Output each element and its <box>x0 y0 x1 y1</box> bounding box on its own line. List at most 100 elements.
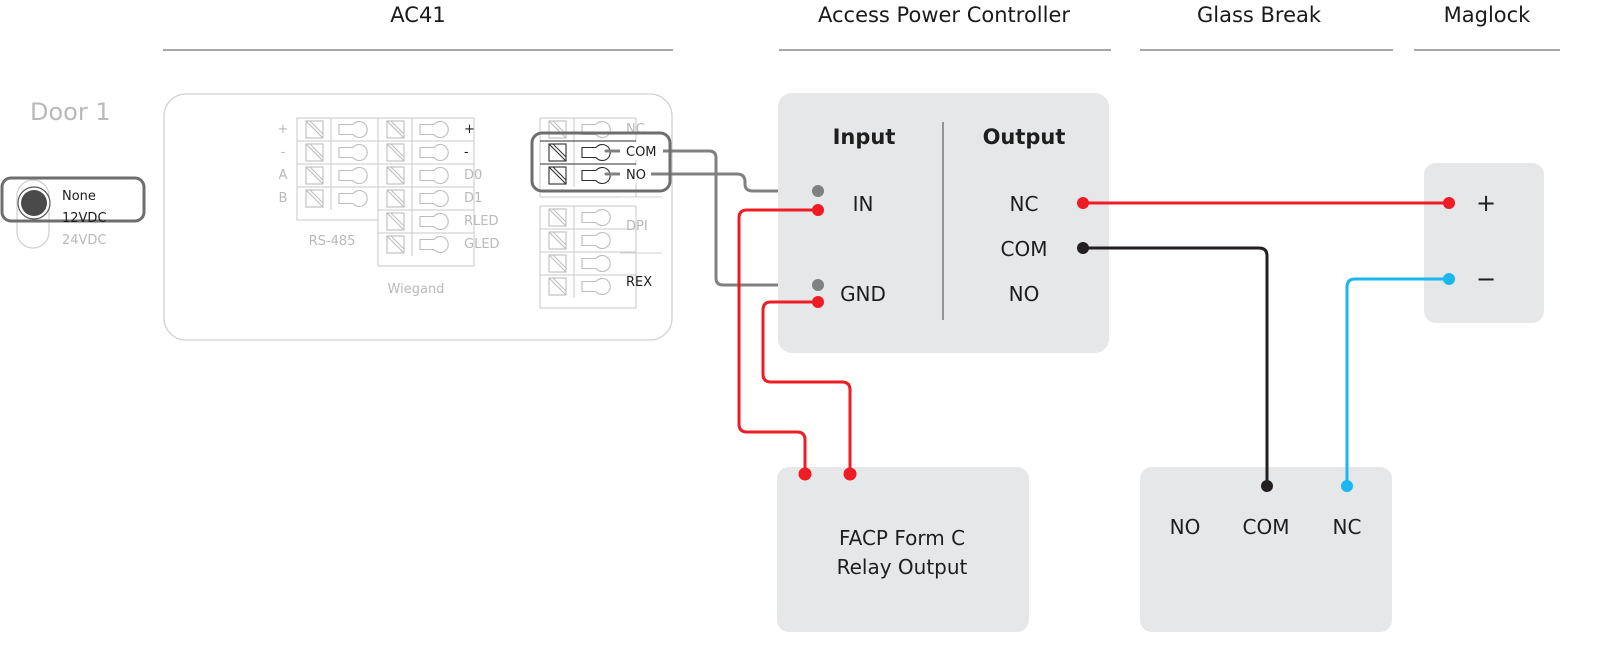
screw-slot <box>552 143 567 158</box>
apc-output-nc: NC <box>1010 192 1039 216</box>
clamp-icon <box>581 143 611 162</box>
option-none[interactable]: None <box>62 189 96 204</box>
wiegand-terminal-block <box>377 117 475 267</box>
input-terminal-block <box>539 205 637 309</box>
clamp-icon <box>338 189 368 208</box>
screw-slot <box>386 166 405 185</box>
rs485-terminal <box>297 186 393 208</box>
screw-slot <box>386 212 405 231</box>
screw-slot <box>552 277 567 292</box>
rs485-terminal-block <box>296 117 394 221</box>
header-maglock: Maglock <box>1444 3 1532 27</box>
header-apc: Access Power Controller <box>818 3 1070 27</box>
facp-panel <box>777 467 1029 632</box>
apc-gnd-gray-dot[interactable] <box>812 279 824 291</box>
apc-input-in: IN <box>853 192 874 216</box>
clamp-icon <box>419 189 449 208</box>
glass-break-nc-dot[interactable] <box>1341 480 1353 492</box>
screw-slot <box>552 166 567 181</box>
screw-slot <box>309 120 324 135</box>
wiegand-terminal <box>378 140 474 162</box>
inputs-terminal <box>540 251 636 273</box>
rs485-label-a: A <box>279 168 288 183</box>
maglock-plus-dot[interactable] <box>1443 197 1455 209</box>
rs485-label-plus: + <box>278 122 289 137</box>
screw-slot <box>305 166 324 185</box>
apc-com-dot[interactable] <box>1077 242 1089 254</box>
wire-glass-break-nc-to-maglock-minus[interactable] <box>1345 277 1451 488</box>
door-title: Door 1 <box>30 98 111 126</box>
inputs-terminal <box>540 228 636 250</box>
apc-input-title: Input <box>833 125 896 149</box>
inputs-terminal <box>548 208 611 227</box>
glass-break-com-dot[interactable] <box>1261 480 1273 492</box>
wire-facp-to-in[interactable] <box>737 208 820 476</box>
apc-output-com: COM <box>1001 237 1048 261</box>
screw-slot <box>386 189 405 208</box>
wire-relay-no-to-in[interactable] <box>650 172 820 193</box>
screw-slot <box>548 208 567 227</box>
wiegand-terminal <box>378 209 474 231</box>
facp-line-1: FACP Form C <box>839 526 965 550</box>
screw-slot <box>548 277 567 296</box>
screw-slot <box>305 189 324 208</box>
relay-com-label-bg <box>620 142 663 160</box>
screw-slot <box>548 254 567 273</box>
facp-terminal-2-dot[interactable] <box>843 467 857 481</box>
clamp-icon <box>338 143 368 162</box>
wiegand-terminal <box>386 120 449 139</box>
selection-highlight <box>0 176 146 223</box>
clamp-icon <box>419 235 449 254</box>
clamp-icon <box>338 166 368 185</box>
screw-slot <box>305 120 324 139</box>
header-glass-break: Glass Break <box>1197 3 1322 27</box>
screw-slot <box>390 212 405 227</box>
toggle-knob[interactable] <box>21 190 47 216</box>
apc-nc-dot[interactable] <box>1077 197 1089 209</box>
rs485-terminal <box>305 120 368 139</box>
maglock-minus: − <box>1476 265 1496 293</box>
inputs-terminal <box>540 274 636 296</box>
option-24vdc[interactable]: 24VDC <box>62 233 107 248</box>
rs485-label-b: B <box>279 191 288 206</box>
screw-slot <box>309 166 324 181</box>
clamp-icon <box>581 208 611 227</box>
clamp-icon <box>581 231 611 250</box>
glass-break-panel <box>1140 467 1392 632</box>
clamp-icon <box>581 277 611 296</box>
apc-in-gray-dot[interactable] <box>812 185 824 197</box>
glass-break-no: NO <box>1170 515 1201 539</box>
clamp-icon <box>419 166 449 185</box>
apc-in-red-dot[interactable] <box>812 204 824 216</box>
screw-slot <box>386 235 405 254</box>
relay-label-nc: NC <box>626 122 645 137</box>
facp-line-2: Relay Output <box>837 555 968 579</box>
screw-slot <box>309 189 324 204</box>
clamp-icon <box>419 143 449 162</box>
clamp-icon <box>581 254 611 273</box>
maglock-plus: + <box>1476 189 1496 217</box>
screw-slot <box>390 189 405 204</box>
relay-label-com: COM <box>626 145 657 160</box>
screw-slot <box>548 120 567 139</box>
screw-slot <box>552 231 567 246</box>
maglock-panel <box>1424 163 1544 323</box>
option-12vdc[interactable]: 12VDC <box>62 211 107 226</box>
wire-facp-to-gnd[interactable] <box>761 300 852 476</box>
door-power-selector[interactable]: None 12VDC 24VDC <box>0 176 146 249</box>
screw-slot <box>386 120 405 139</box>
screw-slot <box>386 143 405 162</box>
maglock-minus-dot[interactable] <box>1443 273 1455 285</box>
screw-slot <box>309 143 324 158</box>
wire-com-to-glass-break-com[interactable] <box>1081 246 1269 488</box>
wiegand-label-d1: D1 <box>464 191 482 206</box>
input-label-dpi: DPI <box>626 219 648 234</box>
apc-gnd-red-dot[interactable] <box>812 296 824 308</box>
clamp-icon <box>419 120 449 139</box>
facp-terminal-1-dot[interactable] <box>798 467 812 481</box>
wire-relay-com-to-gnd[interactable] <box>660 149 820 287</box>
screw-slot <box>552 254 567 269</box>
apc-input-gnd: GND <box>840 282 886 306</box>
glass-break-com: COM <box>1243 515 1290 539</box>
